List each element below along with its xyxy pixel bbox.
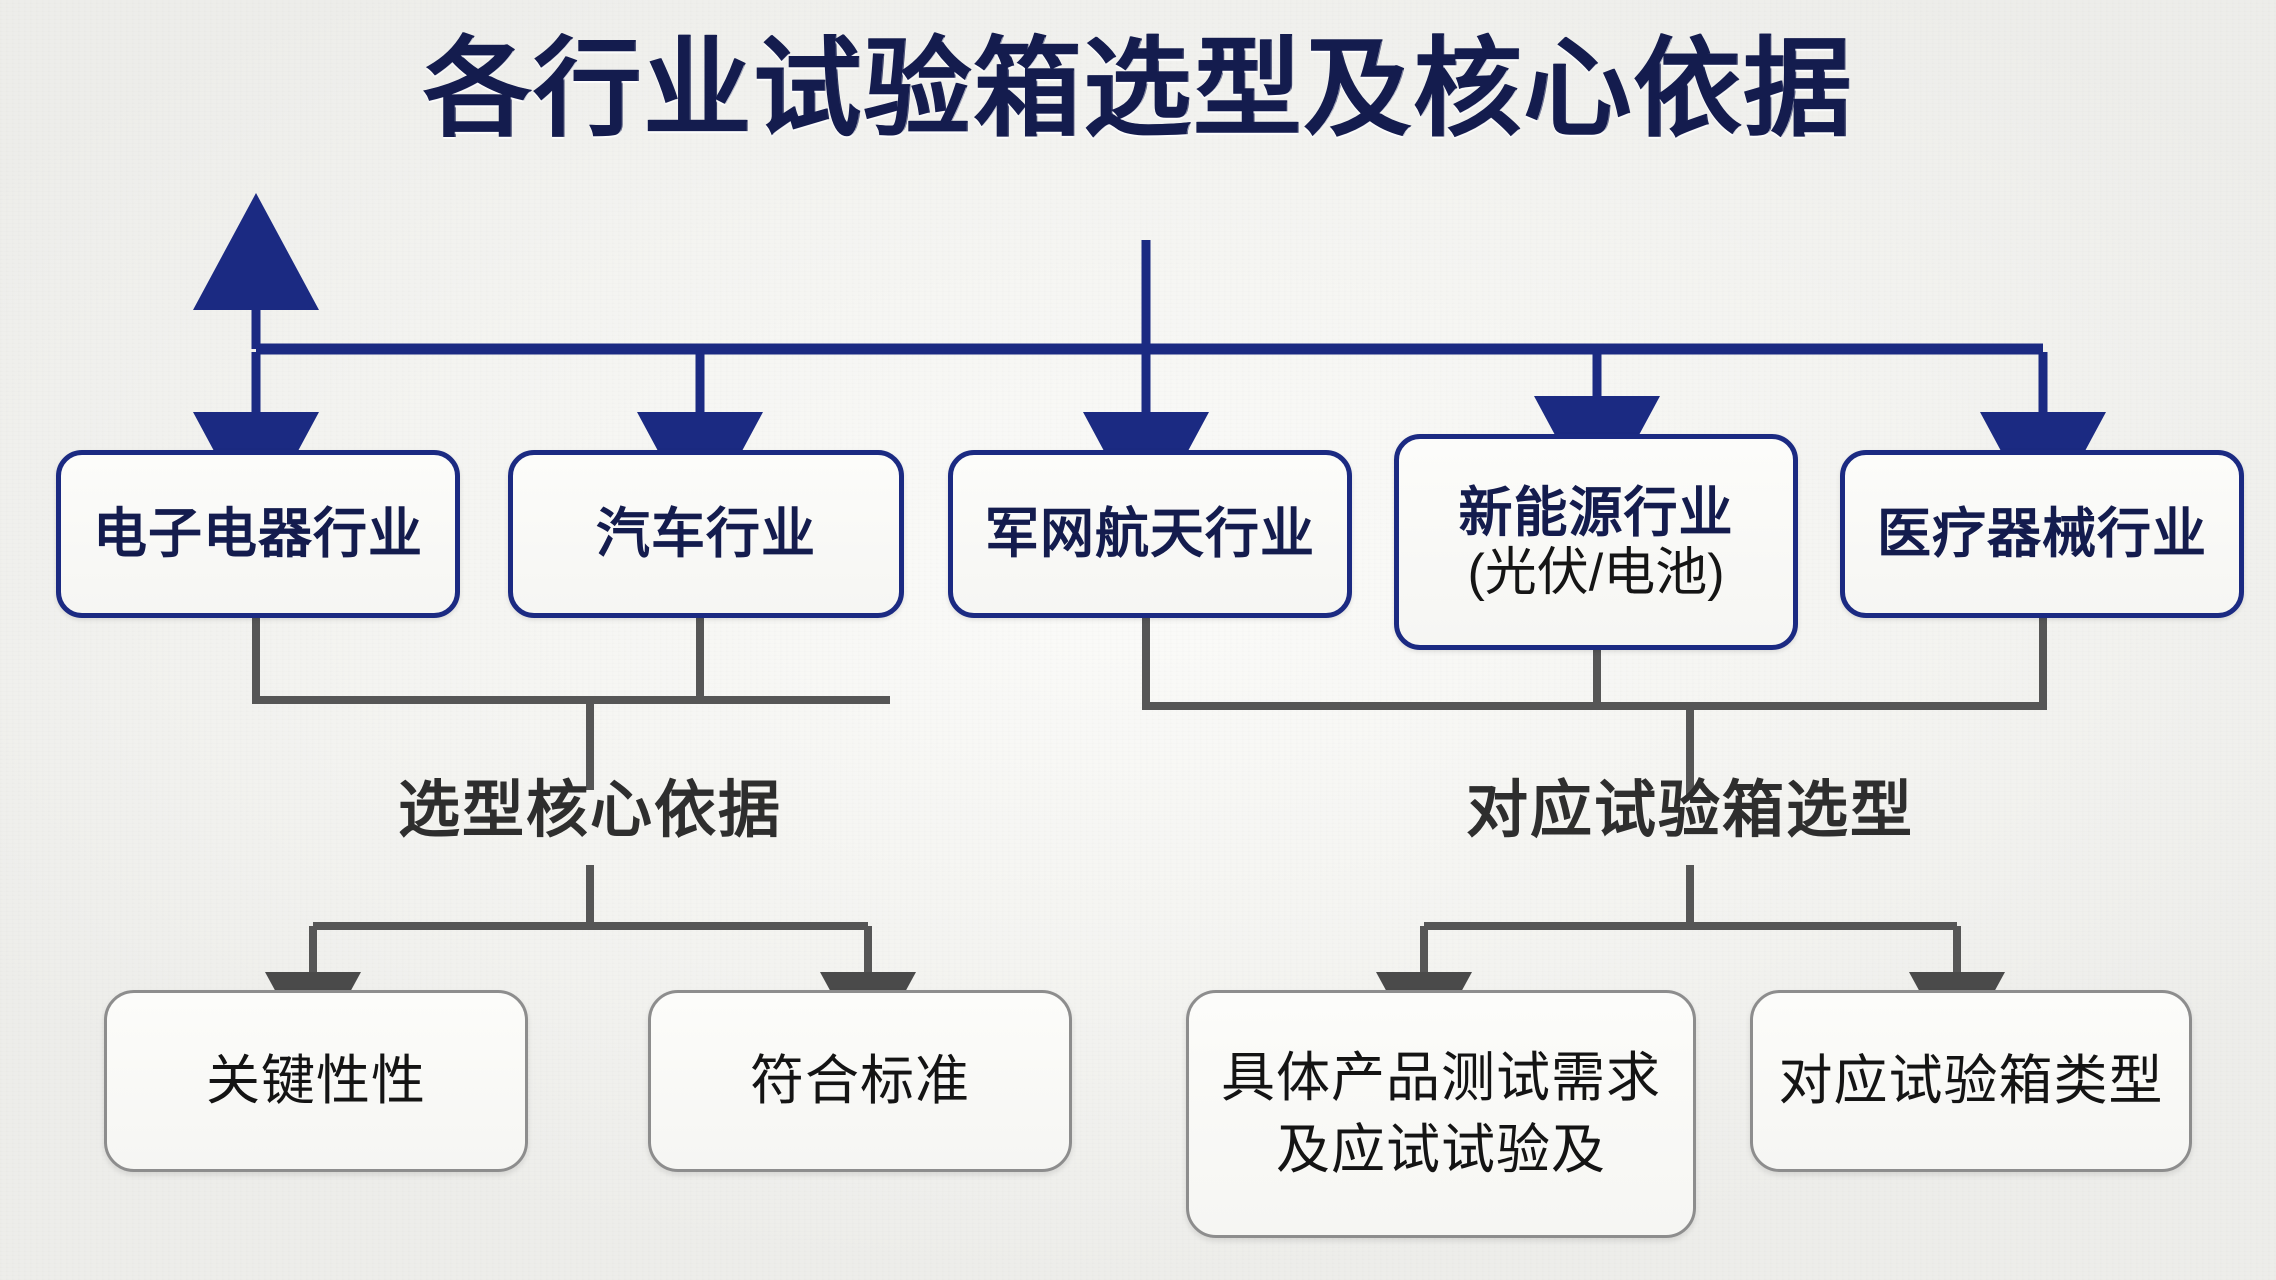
node-chamber-type-label: 对应试验箱类型 xyxy=(1778,1051,2164,1111)
node-meets-standard-label: 符合标准 xyxy=(750,1051,970,1111)
page-title: 各行业试验箱选型及核心依据 xyxy=(422,28,1853,149)
left-leaf-connector xyxy=(265,865,916,1060)
node-military-aerospace-label: 军网航天行业 xyxy=(985,504,1315,564)
node-automotive-label: 汽车行业 xyxy=(596,504,816,564)
node-product-test-demand[interactable]: 具体产品测试需求 及应试试验及 xyxy=(1186,990,1696,1238)
caption-selection-basis-label: 选型核心依据 xyxy=(397,776,782,845)
node-product-test-demand-line2: 及应试试验及 xyxy=(1276,1120,1606,1180)
node-new-energy-label: 新能源行业 xyxy=(1458,483,1734,543)
caption-chamber-selection-label: 对应试验箱选型 xyxy=(1465,776,1914,845)
right-leaf-connector xyxy=(1376,865,2005,1060)
node-medical-device-label: 医疗器械行业 xyxy=(1877,504,2207,564)
node-automotive[interactable]: 汽车行业 xyxy=(508,450,904,618)
node-meets-standard[interactable]: 符合标准 xyxy=(648,990,1072,1172)
node-key-property-label: 关键性性 xyxy=(206,1051,426,1111)
industry-drops xyxy=(193,352,2106,529)
caption-chamber-selection: 对应试验箱选型 xyxy=(1330,775,2050,847)
node-key-property[interactable]: 关键性性 xyxy=(104,990,528,1172)
left-group-connector xyxy=(252,618,890,790)
node-new-energy[interactable]: 新能源行业 (光伏/电池) xyxy=(1394,434,1798,650)
node-chamber-type[interactable]: 对应试验箱类型 xyxy=(1750,990,2192,1172)
node-new-energy-sublabel: (光伏/电池) xyxy=(1467,544,1725,602)
node-military-aerospace[interactable]: 军网航天行业 xyxy=(948,450,1352,618)
node-medical-device[interactable]: 医疗器械行业 xyxy=(1840,450,2244,618)
right-group-connector xyxy=(1142,618,2047,796)
caption-selection-basis: 选型核心依据 xyxy=(250,775,930,847)
node-electronics-label: 电子电器行业 xyxy=(93,504,423,564)
node-product-test-demand-line1: 具体产品测试需求 xyxy=(1221,1048,1661,1108)
node-electronics[interactable]: 电子电器行业 xyxy=(56,450,460,618)
